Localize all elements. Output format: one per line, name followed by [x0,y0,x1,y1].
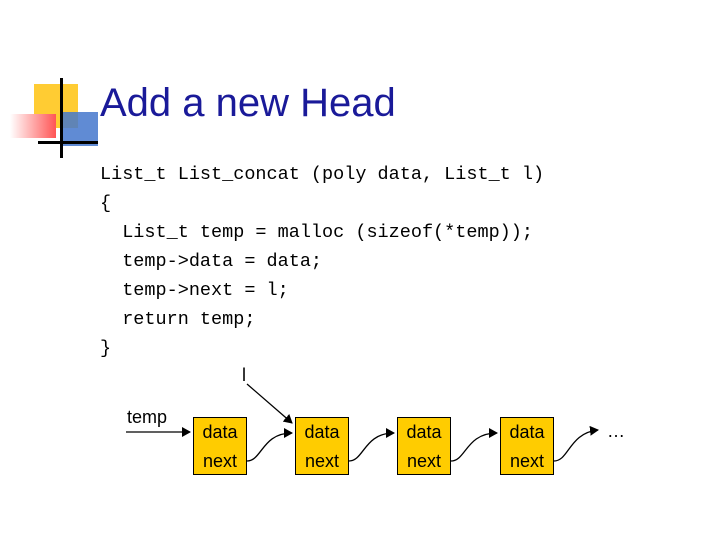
node-next-field: next [304,451,340,471]
code-line: List_t List_concat (poly data, List_t l) [100,164,545,185]
code-line: } [100,338,112,359]
code-line: List_t temp = malloc (sizeof(*temp)); [100,222,533,243]
pointer-label-l: l [242,365,246,385]
list-node-1: data next [193,417,247,475]
ellipsis-label: … [607,421,625,441]
node-next-field: next [406,451,442,471]
pointer-label-temp: temp [127,407,168,427]
node-next-field: next [509,451,545,471]
list-node-4: data next [500,417,554,475]
node-data-field: data [406,422,442,442]
code-block: List_t List_concat (poly data, List_t l)… [100,160,544,363]
decor-red-bar [10,114,56,138]
l-pointer-arrow [246,383,293,424]
list-node-3: data next [397,417,451,475]
node-next-field: next [202,451,238,471]
next-link-arrow [246,428,293,462]
node-data-field: data [202,422,238,442]
node-data-field: data [509,422,545,442]
node-data-field: data [304,422,340,442]
list-node-2: data next [295,417,349,475]
code-line: return temp; [100,309,256,330]
decor-vertical-line [60,78,63,158]
next-link-arrow [553,425,599,462]
decor-horizontal-line [38,141,98,144]
code-line: temp->next = l; [100,280,289,301]
next-link-arrow [348,428,395,462]
page-title: Add a new Head [100,81,396,125]
code-line: { [100,193,112,214]
decor-blue-square [62,112,98,146]
code-line: temp->data = data; [100,251,323,272]
next-link-arrow [450,428,498,462]
